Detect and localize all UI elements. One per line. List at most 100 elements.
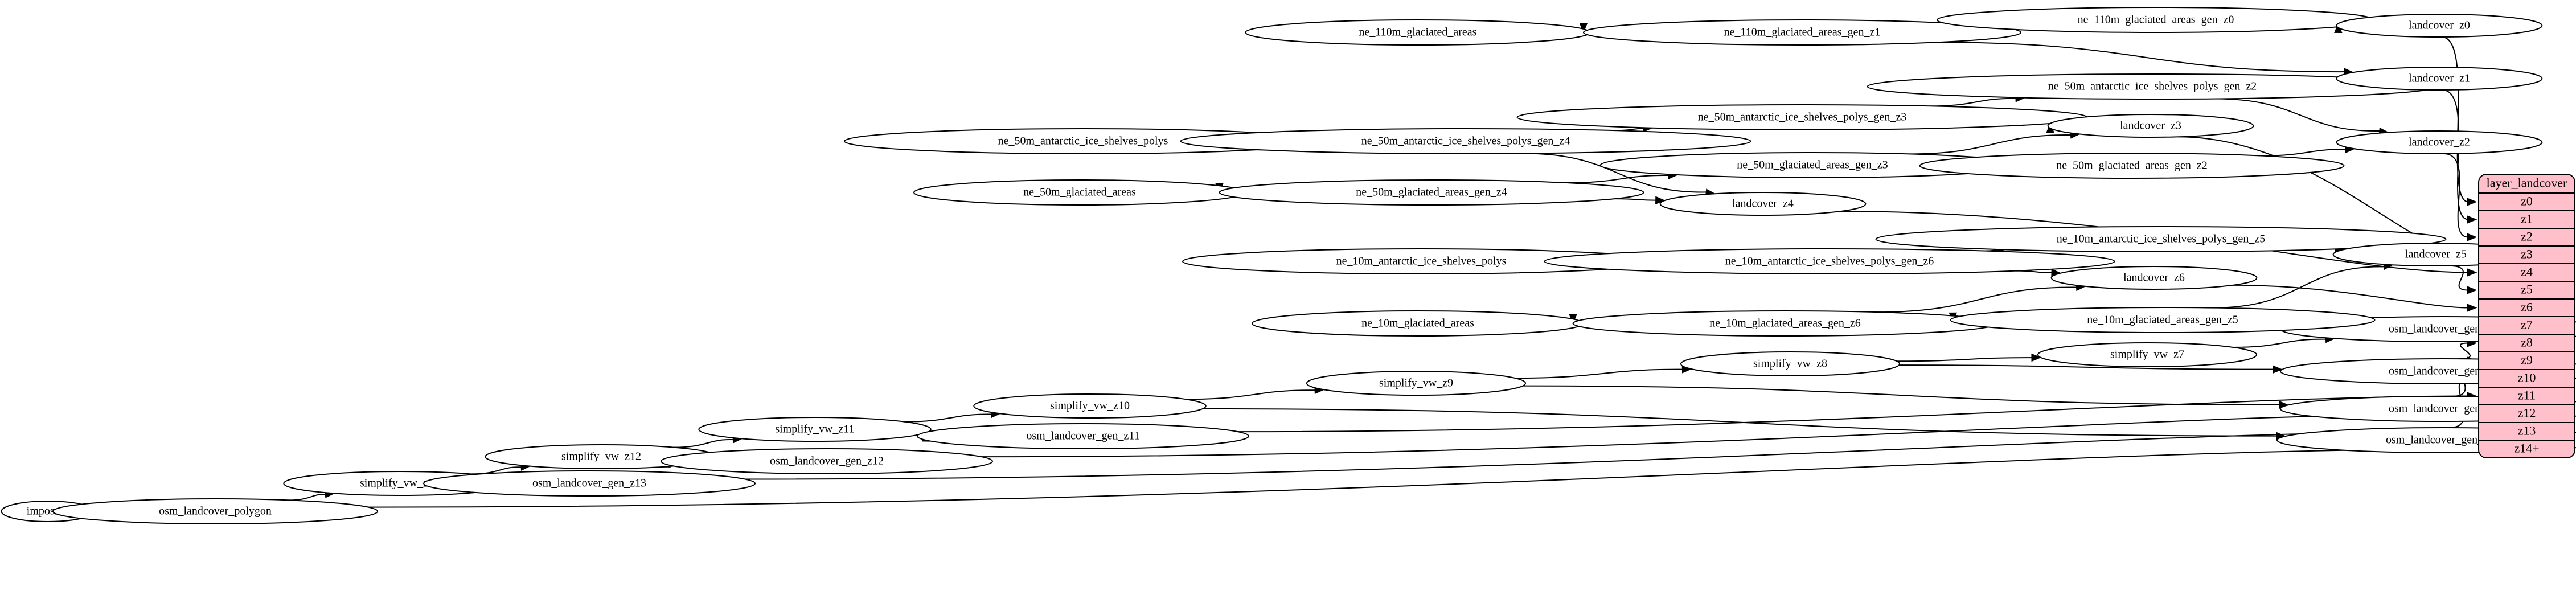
node-shape-osm_landcover_gen_z13[interactable] xyxy=(423,470,756,497)
node-ne_10m_antarctic_ice_shelves_polys[interactable]: ne_10m_antarctic_ice_shelves_polys xyxy=(1182,248,1661,274)
record-row-z5[interactable]: z5 xyxy=(2521,282,2533,297)
node-landcover_z2[interactable]: landcover_z2 xyxy=(2336,130,2543,154)
record-row-z0[interactable]: z0 xyxy=(2521,194,2533,208)
node-landcover_z3[interactable]: landcover_z3 xyxy=(2047,114,2254,138)
node-ne_50m_glaciated_areas_gen_z3[interactable]: ne_50m_glaciated_areas_gen_z3 xyxy=(1599,152,2025,178)
edge-arrowhead xyxy=(2467,198,2477,206)
record-row-z6[interactable]: z6 xyxy=(2521,300,2533,314)
record-header-label: layer_landcover xyxy=(2487,176,2567,190)
edge-osm_landcover_polygon-to-simplify_vw_z13 xyxy=(289,494,327,501)
record-row-z7[interactable]: z7 xyxy=(2521,318,2533,332)
node-simplify_vw_z9[interactable]: simplify_vw_z9 xyxy=(1306,371,1527,396)
node-simplify_vw_z11[interactable]: simplify_vw_z11 xyxy=(698,417,932,442)
node-ne_10m_antarctic_ice_shelves_polys_gen_z6[interactable]: ne_10m_antarctic_ice_shelves_polys_gen_z… xyxy=(1544,248,2115,274)
edge-ne_50m_antarctic_ice_shelves_polys_gen_z2-to-landcover_z2 xyxy=(2215,98,2381,132)
edge-simplify_vw_z8-to-simplify_vw_z7 xyxy=(1897,357,2033,362)
node-shape-osm_landcover_polygon[interactable] xyxy=(52,498,379,524)
record-row-z1[interactable]: z1 xyxy=(2521,212,2533,226)
record-row-z9[interactable]: z9 xyxy=(2521,353,2533,367)
node-simplify_vw_z10[interactable]: simplify_vw_z10 xyxy=(973,393,1207,419)
edge-arrowhead xyxy=(2467,215,2477,224)
node-ne_50m_antarctic_ice_shelves_polys[interactable]: ne_50m_antarctic_ice_shelves_polys xyxy=(843,128,1323,154)
node-label-simplify_vw_z9: simplify_vw_z9 xyxy=(1379,377,1453,389)
record-row-z13[interactable]: z13 xyxy=(2518,424,2536,438)
node-ne_110m_glaciated_areas_gen_z0[interactable]: ne_110m_glaciated_areas_gen_z0 xyxy=(1936,7,2376,33)
node-landcover_z0[interactable]: landcover_z0 xyxy=(2336,14,2543,38)
node-shape-ne_10m_glaciated_areas_gen_z5[interactable] xyxy=(1950,307,2376,333)
edge-arrowhead xyxy=(2467,233,2477,241)
node-simplify_vw_z8[interactable]: simplify_vw_z8 xyxy=(1680,351,1901,376)
node-shape-ne_50m_glaciated_areas_gen_z4[interactable] xyxy=(1219,179,1644,206)
node-ne_50m_antarctic_ice_shelves_polys_gen_z4[interactable]: ne_50m_antarctic_ice_shelves_polys_gen_z… xyxy=(1180,128,1751,154)
node-label-simplify_vw_z10: simplify_vw_z10 xyxy=(1050,400,1130,412)
node-ne_10m_antarctic_ice_shelves_polys_gen_z5[interactable]: ne_10m_antarctic_ice_shelves_polys_gen_z… xyxy=(1875,226,2447,252)
node-shape-ne_10m_antarctic_ice_shelves_polys_gen_z5[interactable] xyxy=(1875,226,2447,252)
node-label-landcover_z5: landcover_z5 xyxy=(2405,248,2467,261)
node-ne_110m_glaciated_areas_gen_z1[interactable]: ne_110m_glaciated_areas_gen_z1 xyxy=(1582,19,2022,46)
node-label-landcover_z2: landcover_z2 xyxy=(2409,136,2470,149)
node-shape-simplify_vw_z7[interactable] xyxy=(2037,342,2258,367)
node-osm_landcover_gen_z12[interactable]: osm_landcover_gen_z12 xyxy=(661,448,993,474)
node-label-landcover_z6: landcover_z6 xyxy=(2123,272,2185,284)
node-shape-ne_50m_antarctic_ice_shelves_polys_gen_z4[interactable] xyxy=(1180,128,1751,154)
edge-ne_50m_glaciated_areas_gen_z3-to-landcover_z3 xyxy=(1908,134,2072,155)
node-shape-landcover_z3[interactable] xyxy=(2047,114,2254,138)
node-label-osm_landcover_gen_z9: osm_landcover_gen_z9 xyxy=(2389,403,2497,415)
node-ne_110m_glaciated_areas[interactable]: ne_110m_glaciated_areas xyxy=(1245,19,1591,46)
node-shape-ne_50m_glaciated_areas_gen_z2[interactable] xyxy=(1919,153,2345,179)
record-row-z4[interactable]: z4 xyxy=(2521,265,2533,279)
record-node-layer_landcover[interactable]: layer_landcover z0 z1 z2 z3 z4 z5 z6 z7 z8 z9 z10 z1… xyxy=(2479,174,2575,458)
node-ne_50m_glaciated_areas_gen_z4[interactable]: ne_50m_glaciated_areas_gen_z4 xyxy=(1219,179,1644,206)
node-label-ne_110m_glaciated_areas_gen_z1: ne_110m_glaciated_areas_gen_z1 xyxy=(1724,26,1881,39)
node-label-ne_50m_glaciated_areas_gen_z3: ne_50m_glaciated_areas_gen_z3 xyxy=(1737,159,1888,171)
edge-ne_10m_glaciated_areas_gen_z5-to-landcover_z5 xyxy=(2213,266,2385,309)
node-shape-landcover_z0[interactable] xyxy=(2336,14,2543,38)
node-ne_10m_glaciated_areas_gen_z5[interactable]: ne_10m_glaciated_areas_gen_z5 xyxy=(1950,307,2376,333)
record-row-z10[interactable]: z10 xyxy=(2518,371,2536,385)
record-row-z14+[interactable]: z14+ xyxy=(2514,441,2539,456)
record-row-z3[interactable]: z3 xyxy=(2521,247,2533,261)
edge-osm_landcover_gen_z12-to-layer_landcover-z12 xyxy=(981,413,2469,458)
edge-landcover_z6-to-layer_landcover-z6 xyxy=(2233,284,2469,309)
node-shape-osm_landcover_gen_z11[interactable] xyxy=(917,423,1249,449)
node-ne_50m_glaciated_areas_gen_z2[interactable]: ne_50m_glaciated_areas_gen_z2 xyxy=(1919,153,2345,179)
node-ne_10m_glaciated_areas_gen_z6[interactable]: ne_10m_glaciated_areas_gen_z6 xyxy=(1572,310,1998,337)
edge-simplify_vw_z7-to-osm_landcover_gen_z7 xyxy=(2233,338,2327,348)
node-landcover_z1[interactable]: landcover_z1 xyxy=(2336,67,2543,91)
node-shape-landcover_z2[interactable] xyxy=(2336,130,2543,154)
edge-ne_50m_antarctic_ice_shelves_polys_gen_z4-to-landcover_z4 xyxy=(1524,153,1708,193)
node-shape-landcover_z4[interactable] xyxy=(1659,192,1867,216)
record-row-z12[interactable]: z12 xyxy=(2518,406,2536,420)
node-landcover_z6[interactable]: landcover_z6 xyxy=(2050,266,2258,290)
node-label-ne_50m_glaciated_areas: ne_50m_glaciated_areas xyxy=(1023,186,1136,199)
node-osm_landcover_gen_z11[interactable]: osm_landcover_gen_z11 xyxy=(917,423,1249,449)
node-landcover_z4[interactable]: landcover_z4 xyxy=(1659,192,1867,216)
node-shape-simplify_vw_z10[interactable] xyxy=(973,393,1207,419)
edge-ne_110m_glaciated_areas_gen_z1-to-landcover_z1 xyxy=(1938,42,2345,73)
node-shape-ne_10m_antarctic_ice_shelves_polys_gen_z6[interactable] xyxy=(1544,248,2115,274)
node-shape-simplify_vw_z11[interactable] xyxy=(698,417,932,442)
node-label-simplify_vw_z7: simplify_vw_z7 xyxy=(2110,348,2184,361)
edge-ne_10m_glaciated_areas_gen_z6-to-landcover_z6 xyxy=(1876,286,2078,313)
record-row-z2[interactable]: z2 xyxy=(2521,229,2533,244)
edge-simplify_vw_z12-to-simplify_vw_z11 xyxy=(674,439,735,448)
node-shape-simplify_vw_z8[interactable] xyxy=(1680,351,1901,376)
node-ne_50m_glaciated_areas[interactable]: ne_50m_glaciated_areas xyxy=(913,179,1246,206)
node-label-ne_10m_glaciated_areas_gen_z6: ne_10m_glaciated_areas_gen_z6 xyxy=(1709,317,1860,330)
record-row-z8[interactable]: z8 xyxy=(2521,335,2533,350)
node-label-simplify_vw_z13: simplify_vw_z13 xyxy=(360,477,440,490)
node-osm_landcover_gen_z13[interactable]: osm_landcover_gen_z13 xyxy=(423,470,756,497)
node-ne_50m_antarctic_ice_shelves_polys_gen_z3[interactable]: ne_50m_antarctic_ice_shelves_polys_gen_z… xyxy=(1516,104,2088,130)
node-ne_50m_antarctic_ice_shelves_polys_gen_z2[interactable]: ne_50m_antarctic_ice_shelves_polys_gen_z… xyxy=(1867,73,2438,100)
node-simplify_vw_z7[interactable]: simplify_vw_z7 xyxy=(2037,342,2258,367)
node-shape-landcover_z1[interactable] xyxy=(2336,67,2543,91)
node-shape-landcover_z6[interactable] xyxy=(2050,266,2258,290)
node-ne_10m_glaciated_areas[interactable]: ne_10m_glaciated_areas xyxy=(1252,310,1584,337)
node-simplify_vw_z12[interactable]: simplify_vw_z12 xyxy=(485,444,718,469)
node-shape-osm_landcover_gen_z12[interactable] xyxy=(661,448,993,474)
record-row-z11[interactable]: z11 xyxy=(2518,388,2536,403)
node-shape-ne_110m_glaciated_areas_gen_z1[interactable] xyxy=(1582,19,2022,46)
node-shape-simplify_vw_z9[interactable] xyxy=(1306,371,1527,396)
edge-arrowhead xyxy=(2273,365,2283,374)
node-osm_landcover_polygon[interactable]: osm_landcover_polygon xyxy=(52,498,379,524)
